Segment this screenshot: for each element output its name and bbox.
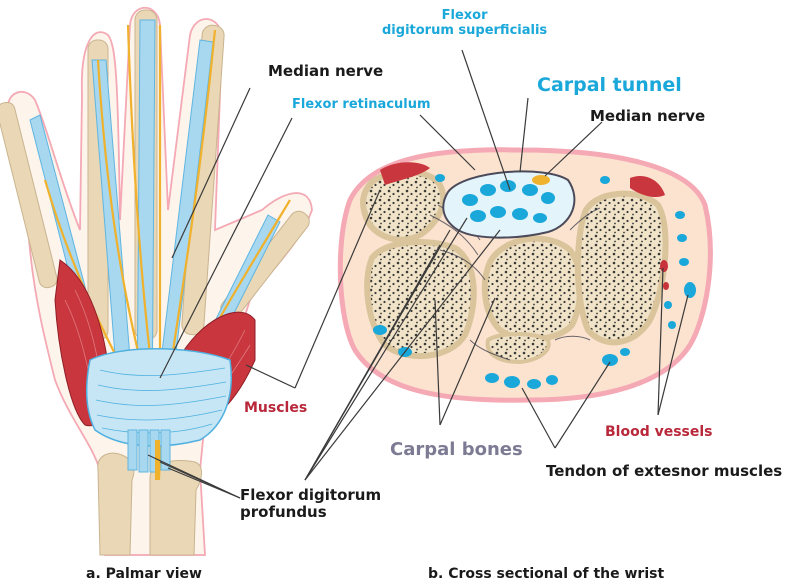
caption-palmar-view: a. Palmar view xyxy=(86,566,202,582)
caption-cross-section: b. Cross sectional of the wrist xyxy=(428,566,664,582)
carpal-bone-1 xyxy=(363,172,443,240)
palmar-view-hand xyxy=(0,8,313,555)
carpal-bone-5 xyxy=(488,334,549,362)
profundus-line-2: profundus xyxy=(240,504,381,521)
profundus-line-1: Flexor digitorum xyxy=(240,487,381,504)
label-median-nerve-left: Median nerve xyxy=(268,63,383,80)
label-median-nerve-right: Median nerve xyxy=(590,108,705,125)
label-carpal-bones: Carpal bones xyxy=(390,440,523,461)
label-flexor-digitorum-profundus: Flexor digitorum profundus xyxy=(240,487,381,522)
label-muscles: Muscles xyxy=(244,400,307,416)
superficialis-line-1: Flexor xyxy=(382,9,547,24)
label-tendon-extensor: Tendon of extesnor muscles xyxy=(546,463,782,480)
carpal-bone-2 xyxy=(367,242,474,356)
blood-vessel-2 xyxy=(663,282,669,290)
blood-vessel-1 xyxy=(660,260,668,272)
superficialis-line-2: digitorum superficialis xyxy=(382,24,547,39)
label-carpal-tunnel: Carpal tunnel xyxy=(537,75,682,97)
label-flexor-digitorum-superficialis: Flexor digitorum superficialis xyxy=(382,9,547,39)
label-flexor-retinaculum: Flexor retinaculum xyxy=(292,98,431,113)
carpal-bone-3 xyxy=(485,239,581,339)
median-nerve-section xyxy=(532,175,550,185)
label-blood-vessels: Blood vessels xyxy=(605,424,713,440)
carpal-bone-4 xyxy=(578,194,666,343)
